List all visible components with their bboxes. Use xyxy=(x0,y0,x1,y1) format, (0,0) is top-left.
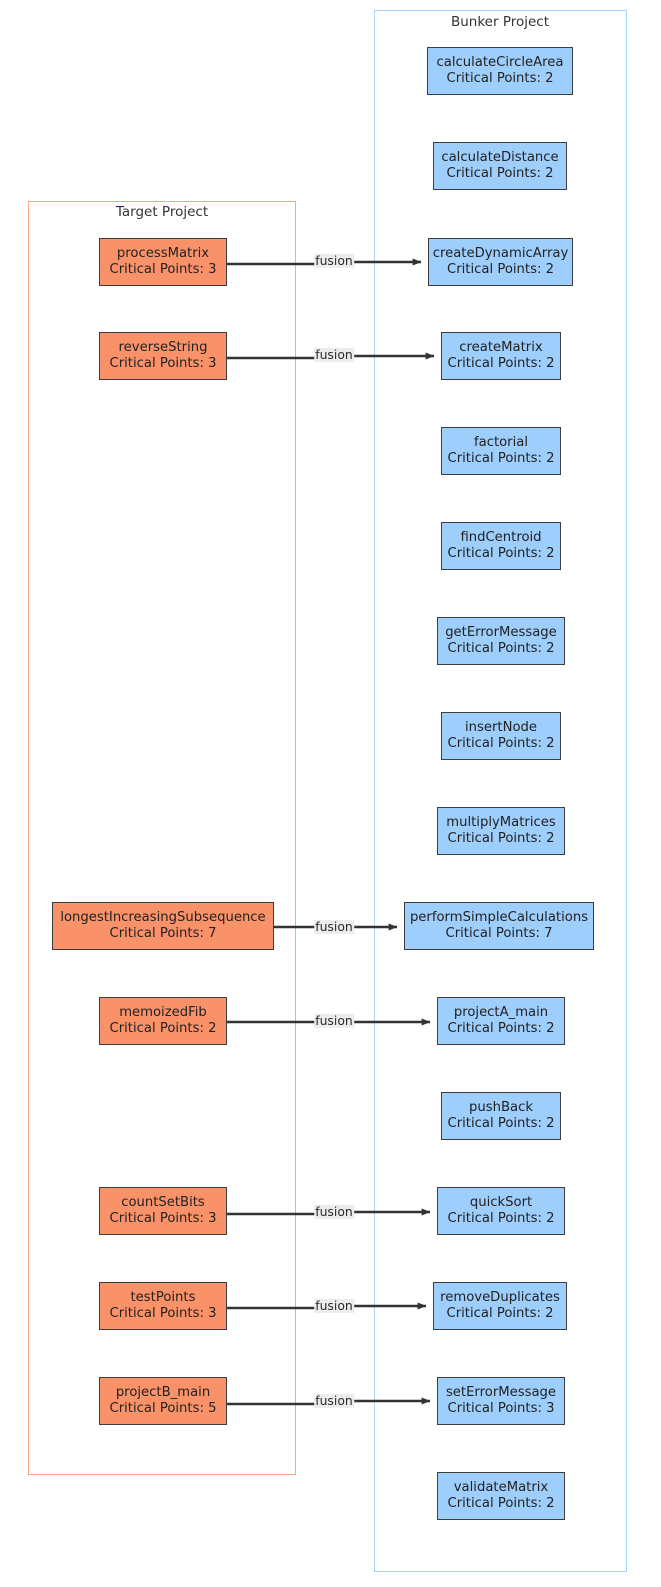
node-function-name: countSetBits xyxy=(121,1194,205,1210)
node-critical-points: Critical Points: 3 xyxy=(109,262,217,277)
node-critical-points: Critical Points: 2 xyxy=(447,831,555,846)
edge-label-reverseString-to-createMatrix: fusion xyxy=(314,346,354,363)
node-critical-points: Critical Points: 2 xyxy=(447,262,554,277)
node-function-name: processMatrix xyxy=(116,245,210,261)
node-critical-points: Critical Points: 2 xyxy=(447,451,555,466)
node-critical-points: Critical Points: 2 xyxy=(109,1021,217,1036)
node-function-name: removeDuplicates xyxy=(440,1289,560,1305)
node-critical-points: Critical Points: 2 xyxy=(447,1116,555,1131)
node-critical-points: Critical Points: 3 xyxy=(109,1306,217,1321)
node-function-name: calculateDistance xyxy=(441,149,559,165)
cluster-target-project xyxy=(28,201,296,1475)
node-function-name: setErrorMessage xyxy=(445,1384,557,1400)
node-function-name: testPoints xyxy=(130,1289,196,1305)
node-critical-points: Critical Points: 5 xyxy=(109,1401,217,1416)
edge-label-testPoints-to-removeDuplicates: fusion xyxy=(314,1297,354,1314)
node-function-name: findCentroid xyxy=(460,529,542,545)
node-critical-points: Critical Points: 2 xyxy=(447,1496,555,1511)
node-function-name: quickSort xyxy=(469,1194,533,1210)
node-critical-points: Critical Points: 2 xyxy=(447,1021,555,1036)
node-critical-points: Critical Points: 7 xyxy=(109,926,217,941)
node-function-name: memoizedFib xyxy=(119,1004,207,1020)
node-critical-points: Critical Points: 2 xyxy=(446,1306,554,1321)
node-function-name: createDynamicArray xyxy=(432,245,569,261)
node-function-name: performSimpleCalculations xyxy=(409,909,589,925)
node-function-name: getErrorMessage xyxy=(445,624,557,640)
node-function-name: calculateCircleArea xyxy=(436,54,564,70)
node-critical-points: Critical Points: 3 xyxy=(447,1401,555,1416)
node-critical-points: Critical Points: 2 xyxy=(447,546,555,561)
node-critical-points: Critical Points: 2 xyxy=(446,166,554,181)
node-critical-points: Critical Points: 7 xyxy=(445,926,553,941)
node-function-name: createMatrix xyxy=(459,339,543,355)
node-critical-points: Critical Points: 2 xyxy=(447,736,555,751)
node-function-name: projectA_main xyxy=(453,1004,549,1020)
node-critical-points: Critical Points: 2 xyxy=(447,1211,555,1226)
edge-label-processMatrix-to-createDynamicArray: fusion xyxy=(314,252,354,269)
node-critical-points: Critical Points: 3 xyxy=(109,1211,217,1226)
node-critical-points: Critical Points: 2 xyxy=(447,356,555,371)
node-function-name: factorial xyxy=(473,434,529,450)
node-critical-points: Critical Points: 2 xyxy=(447,641,555,656)
node-function-name: pushBack xyxy=(469,1099,533,1115)
cluster-target-project-label: Target Project xyxy=(111,205,213,220)
node-function-name: validateMatrix xyxy=(453,1479,549,1495)
node-critical-points: Critical Points: 2 xyxy=(446,71,554,86)
node-critical-points: Critical Points: 3 xyxy=(109,356,217,371)
node-function-name: longestIncreasingSubsequence xyxy=(60,909,266,925)
node-function-name: reverseString xyxy=(118,339,208,355)
edge-label-projectB_main-to-setErrorMessage: fusion xyxy=(314,1392,354,1409)
node-function-name: projectB_main xyxy=(115,1384,211,1400)
edge-label-countSetBits-to-quickSort: fusion xyxy=(314,1203,354,1220)
node-function-name: insertNode xyxy=(464,719,538,735)
edge-label-memoizedFib-to-projectA_main: fusion xyxy=(314,1012,354,1029)
cluster-bunker-project-label: Bunker Project xyxy=(446,15,554,30)
node-function-name: multiplyMatrices xyxy=(446,814,556,830)
cluster-bunker-project xyxy=(374,10,627,1572)
edge-label-longestIncreasingSubsequence-to-performSimpleCalculations: fusion xyxy=(314,918,354,935)
